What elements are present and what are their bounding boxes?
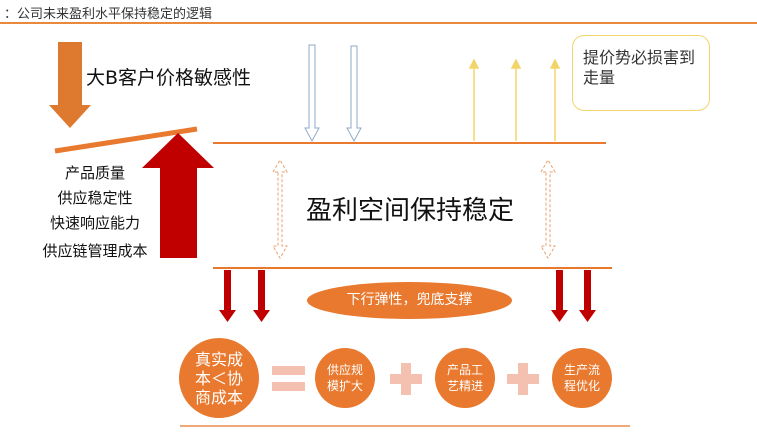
support-factor: 供应链管理成本 (42, 242, 148, 260)
dashed-double-arrows (272, 159, 556, 259)
hollow-down-arrows (304, 44, 362, 143)
pressure-label: 大B客户价格敏感性 (86, 67, 252, 89)
support-up-arrow (142, 133, 214, 258)
term-circle: 生产流程优化 (552, 348, 612, 408)
support-factor: 快速响应能力 (49, 214, 140, 232)
center-label: 盈利空间保持稳定 (305, 196, 514, 226)
plus-sign (507, 363, 539, 395)
plus-sign (390, 363, 422, 395)
term-line: 程优化 (563, 379, 600, 393)
term-line: 供应规 (326, 363, 363, 377)
note-box: 提价势必损害到走量 (572, 35, 710, 111)
page-title: ：公司未来盈利水平保持稳定的逻辑 (4, 7, 213, 22)
term-line: 生产流 (563, 363, 600, 377)
downside-label: 下行弹性，兜底支撑 (307, 282, 512, 319)
term-circle: 产品工艺精进 (435, 348, 495, 408)
term-line: 产品工 (446, 363, 483, 377)
red-down-arrows (219, 270, 596, 322)
term-line: 艺精进 (446, 379, 483, 393)
term-line: 模扩大 (326, 379, 363, 393)
pressure-down-arrow (49, 42, 91, 128)
term-circle: 供应规模扩大 (315, 348, 375, 408)
equals-sign (272, 366, 305, 391)
header-divider (0, 22, 757, 24)
seesaw-bar (54, 126, 198, 154)
result-circle: 真实成本＜协商成本 (179, 338, 259, 418)
support-factor: 产品质量 (64, 164, 125, 182)
support-factor: 供应稳定性 (57, 189, 133, 207)
result-line: 真实成 (194, 349, 243, 369)
thin-up-arrows (468, 58, 561, 141)
result-line: 本＜协 (194, 368, 243, 388)
result-line: 商成本 (194, 387, 243, 407)
